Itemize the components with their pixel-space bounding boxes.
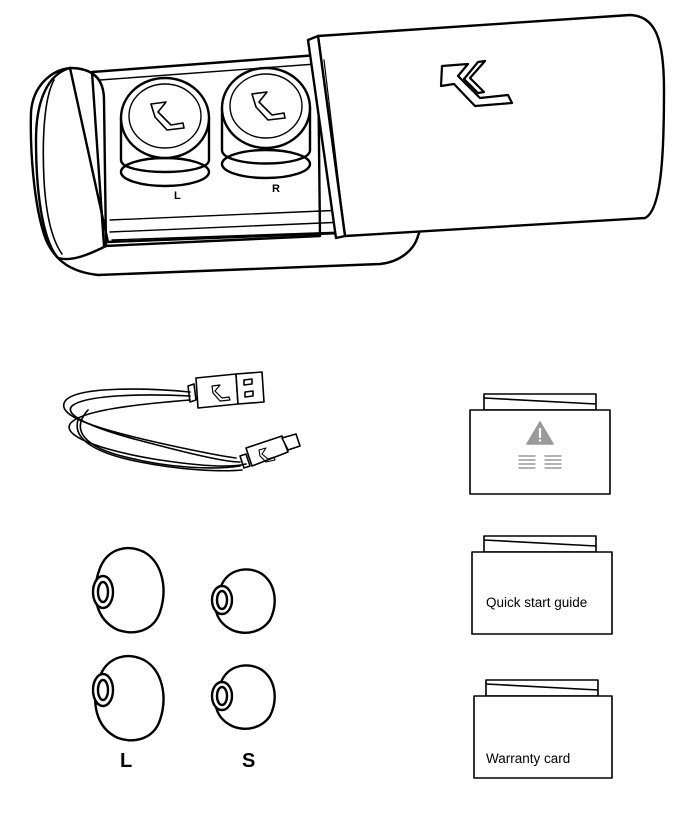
warning-icon [526,421,554,445]
right-slot-marking: R [272,183,280,195]
usb-a-plug [187,371,265,409]
case-base [29,66,422,277]
case-end-cap [34,66,108,261]
ear-tip-large-top [91,547,165,634]
case-tray [90,53,322,248]
left-slot-marking: L [174,190,181,202]
right-earbud [220,66,312,180]
quick-start-guide-label: Quick start guide [486,595,588,610]
quick-start-booklet [471,535,613,635]
cable-coil [63,388,237,459]
ear-tip-small-bottom [210,664,276,730]
sleeve-logo-icon [439,59,514,108]
ear-tip-small-label: S [242,750,256,772]
case-sleeve [316,13,666,238]
warranty-card-label: Warranty card [486,751,571,766]
micro-usb-plug [239,433,301,469]
ear-tip-large-bottom [91,655,165,742]
warranty-booklet [473,679,613,779]
charging-case-illustration [29,13,666,277]
ear-tip-large-label: L [120,750,133,772]
safety-booklet [469,393,611,495]
ear-tip-small-top [210,568,276,634]
left-earbud [119,76,211,188]
